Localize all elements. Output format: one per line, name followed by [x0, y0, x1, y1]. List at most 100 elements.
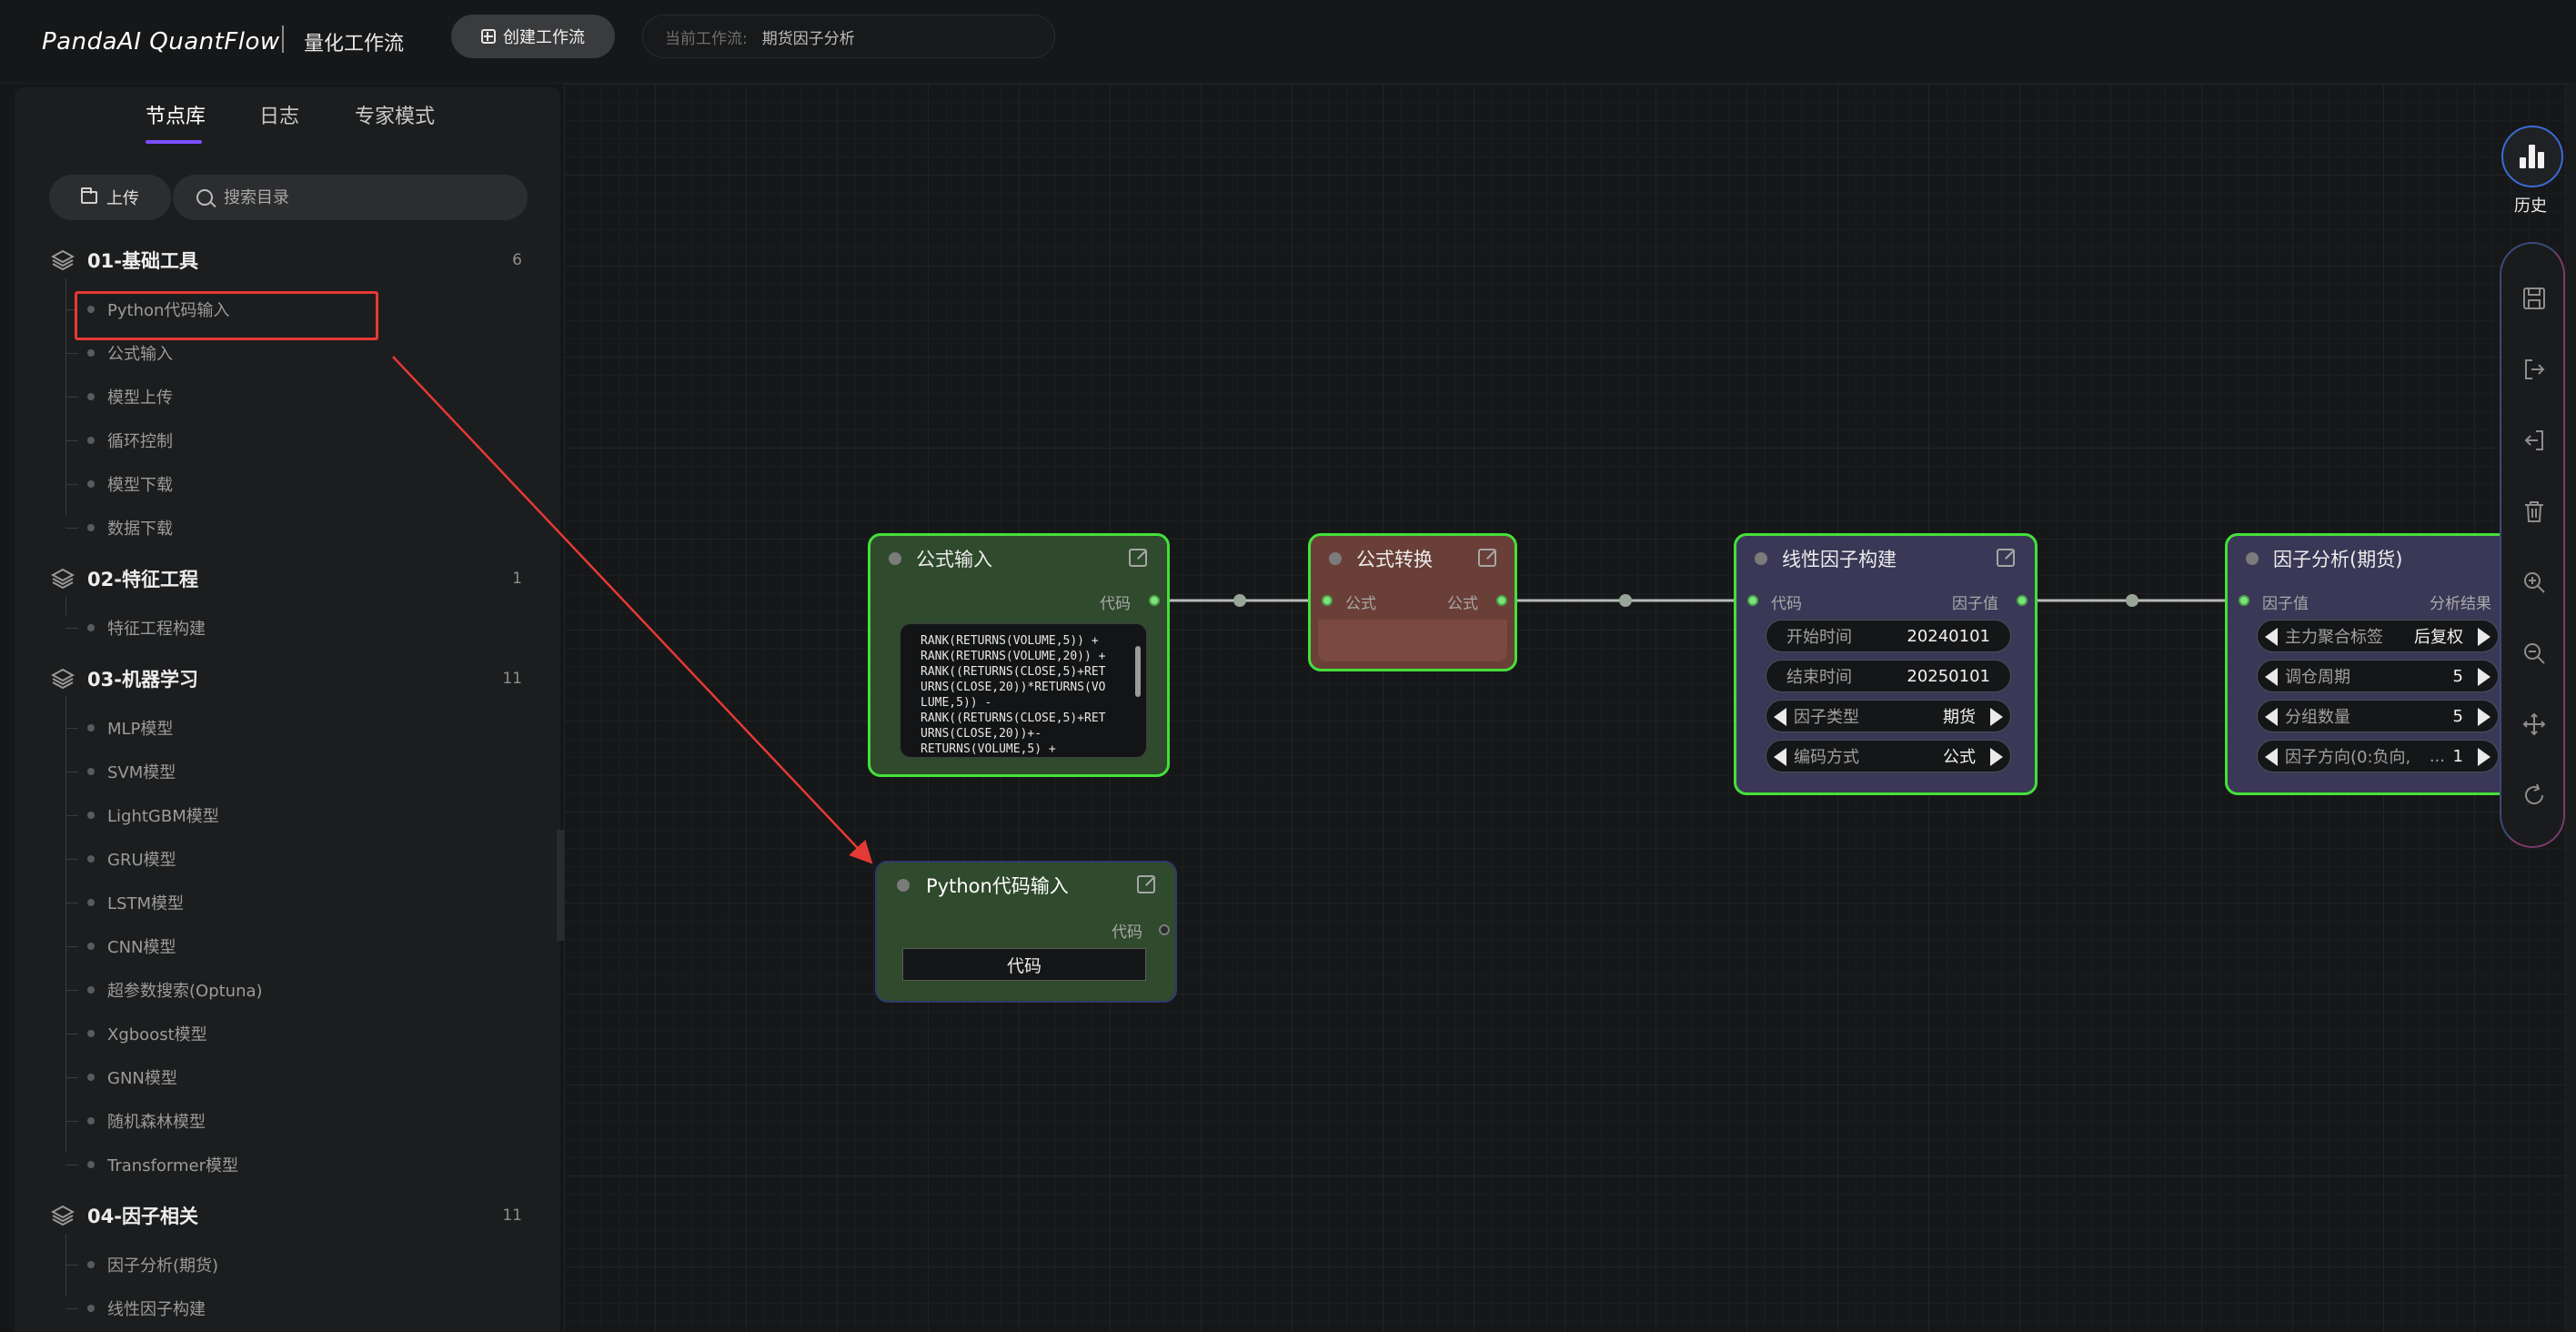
formula-code-editor[interactable]: RANK(RETURNS(VOLUME,5)) + RANK(RETURNS(V…: [900, 623, 1147, 758]
tree-item[interactable]: Transformer模型: [65, 1146, 502, 1183]
edit-icon[interactable]: [1478, 549, 1496, 567]
encoding-selector[interactable]: 编码方式 公式: [1766, 740, 2011, 772]
tree-item[interactable]: 模型下载: [65, 466, 502, 502]
code-scrollbar[interactable]: [1135, 631, 1141, 752]
import-icon[interactable]: [2520, 426, 2549, 455]
edit-icon[interactable]: [1129, 549, 1147, 567]
triangle-left-icon[interactable]: [2265, 668, 2278, 686]
rebalance-period-stepper[interactable]: 调仓周期 5: [2257, 660, 2499, 692]
triangle-left-icon[interactable]: [2265, 708, 2278, 726]
trash-icon[interactable]: [2520, 497, 2549, 526]
tree-item[interactable]: 线性因子构建: [65, 1290, 502, 1327]
tree-item[interactable]: SVM模型: [65, 753, 502, 790]
layers-icon: [50, 568, 75, 590]
end-time-field[interactable]: 结束时间 20250101: [1766, 660, 2011, 692]
tree-item[interactable]: MLP模型: [65, 710, 502, 746]
factor-direction-stepper[interactable]: 因子方向(0:负向, ... 1: [2257, 740, 2499, 772]
tab-expert-mode[interactable]: 专家模式: [355, 106, 436, 128]
output-port[interactable]: [1496, 595, 1507, 606]
tree-item[interactable]: CNN模型: [65, 928, 502, 964]
triangle-right-icon[interactable]: [1990, 708, 2003, 726]
output-port-label: 因子值: [1952, 595, 1998, 613]
node-header[interactable]: 线性因子构建: [1736, 536, 2035, 580]
triangle-left-icon[interactable]: [2265, 628, 2278, 646]
triangle-right-icon[interactable]: [2478, 668, 2490, 686]
main-tag-selector[interactable]: 主力聚合标签 后复权: [2257, 620, 2499, 652]
node-header[interactable]: Python代码输入: [877, 863, 1175, 906]
create-workflow-button[interactable]: 创建工作流: [451, 15, 615, 58]
output-port[interactable]: [1159, 924, 1170, 935]
search-input[interactable]: [224, 187, 497, 207]
refresh-icon[interactable]: [2520, 781, 2549, 810]
field-value: 期货: [1943, 708, 1976, 727]
tree-guide-line: [65, 597, 66, 615]
triangle-right-icon[interactable]: [2478, 708, 2490, 726]
input-port[interactable]: [1747, 595, 1758, 606]
field-value: 5: [2452, 706, 2463, 726]
folder-icon: [81, 187, 97, 204]
node-linear-factor[interactable]: 线性因子构建 代码 因子值 开始时间 20240101 结束时间 2025010…: [1734, 533, 2038, 795]
triangle-right-icon[interactable]: [1990, 748, 2003, 766]
node-header[interactable]: 公式转换: [1311, 536, 1514, 580]
edit-icon[interactable]: [1137, 875, 1155, 893]
bullet-dot: [87, 624, 95, 631]
move-icon[interactable]: [2520, 710, 2549, 739]
tree-item[interactable]: 因子分析(期货): [65, 1246, 502, 1283]
tree-item[interactable]: Xgboost模型: [65, 1015, 502, 1052]
tree-item[interactable]: LSTM模型: [65, 884, 502, 921]
tree-item[interactable]: 循环控制: [65, 422, 502, 459]
tree-item[interactable]: 随机森林模型: [65, 1103, 502, 1139]
tree-item[interactable]: 特征工程构建: [65, 610, 502, 646]
tree-branch: [65, 308, 78, 310]
output-port[interactable]: [2017, 595, 2028, 606]
edit-icon[interactable]: [1997, 549, 2015, 567]
node-header[interactable]: 公式输入: [870, 536, 1167, 580]
save-icon[interactable]: [2520, 284, 2549, 313]
tree-item[interactable]: LightGBM模型: [65, 797, 502, 833]
output-port[interactable]: [1149, 595, 1160, 606]
history-button[interactable]: [2501, 126, 2563, 187]
zoom-in-icon[interactable]: [2520, 568, 2549, 597]
tree-item-label: 模型上传: [107, 388, 173, 408]
zoom-out-icon[interactable]: [2520, 639, 2549, 668]
input-port[interactable]: [1322, 595, 1333, 606]
canvas-scrollbar[interactable]: [2567, 84, 2576, 1332]
category-count: 11: [502, 1206, 522, 1225]
start-time-field[interactable]: 开始时间 20240101: [1766, 620, 2011, 652]
input-port[interactable]: [2239, 595, 2249, 606]
triangle-left-icon[interactable]: [1774, 708, 1786, 726]
triangle-right-icon[interactable]: [2478, 628, 2490, 646]
upload-button[interactable]: 上传: [49, 175, 171, 220]
node-factor-analysis[interactable]: 因子分析(期货) 因子值 分析结果 主力聚合标签 后复权 调仓周期 5 分组数量…: [2225, 533, 2516, 795]
node-python-input[interactable]: Python代码输入 代码 代码: [875, 861, 1177, 1003]
tree-item[interactable]: GNN模型: [65, 1059, 502, 1095]
node-header[interactable]: 因子分析(期货): [2228, 536, 2513, 580]
tab-log[interactable]: 日志: [259, 106, 300, 128]
node-formula-input[interactable]: 公式输入 代码 RANK(RETURNS(VOLUME,5)) + RANK(R…: [868, 533, 1170, 777]
tree-item-label: 公式输入: [107, 345, 173, 364]
tree-item[interactable]: GRU模型: [65, 841, 502, 877]
tab-node-library[interactable]: 节点库: [146, 106, 206, 128]
triangle-right-icon[interactable]: [2478, 748, 2490, 766]
node-formula-convert[interactable]: 公式转换 公式 公式: [1308, 533, 1517, 671]
tree-item[interactable]: 数据下载: [65, 510, 502, 546]
upload-label: 上传: [106, 189, 139, 208]
tree-item[interactable]: 模型上传: [65, 378, 502, 415]
triangle-left-icon[interactable]: [1774, 748, 1786, 766]
group-count-stepper[interactable]: 分组数量 5: [2257, 700, 2499, 732]
tree-item[interactable]: 超参数搜索(Optuna): [65, 972, 502, 1008]
export-icon[interactable]: [2520, 355, 2549, 384]
edit-code-button[interactable]: 代码: [902, 948, 1146, 981]
search-box[interactable]: [173, 175, 528, 220]
factor-type-selector[interactable]: 因子类型 期货: [1766, 700, 2011, 732]
triangle-left-icon[interactable]: [2265, 748, 2278, 766]
tree-branch: [65, 1264, 78, 1266]
formula-code-text: RANK(RETURNS(VOLUME,5)) + RANK(RETURNS(V…: [921, 634, 1106, 756]
tree-item[interactable]: Python代码输入: [65, 291, 502, 328]
tree-item-label: 因子分析(期货): [107, 1256, 219, 1276]
tree-item[interactable]: 公式输入: [65, 335, 502, 371]
